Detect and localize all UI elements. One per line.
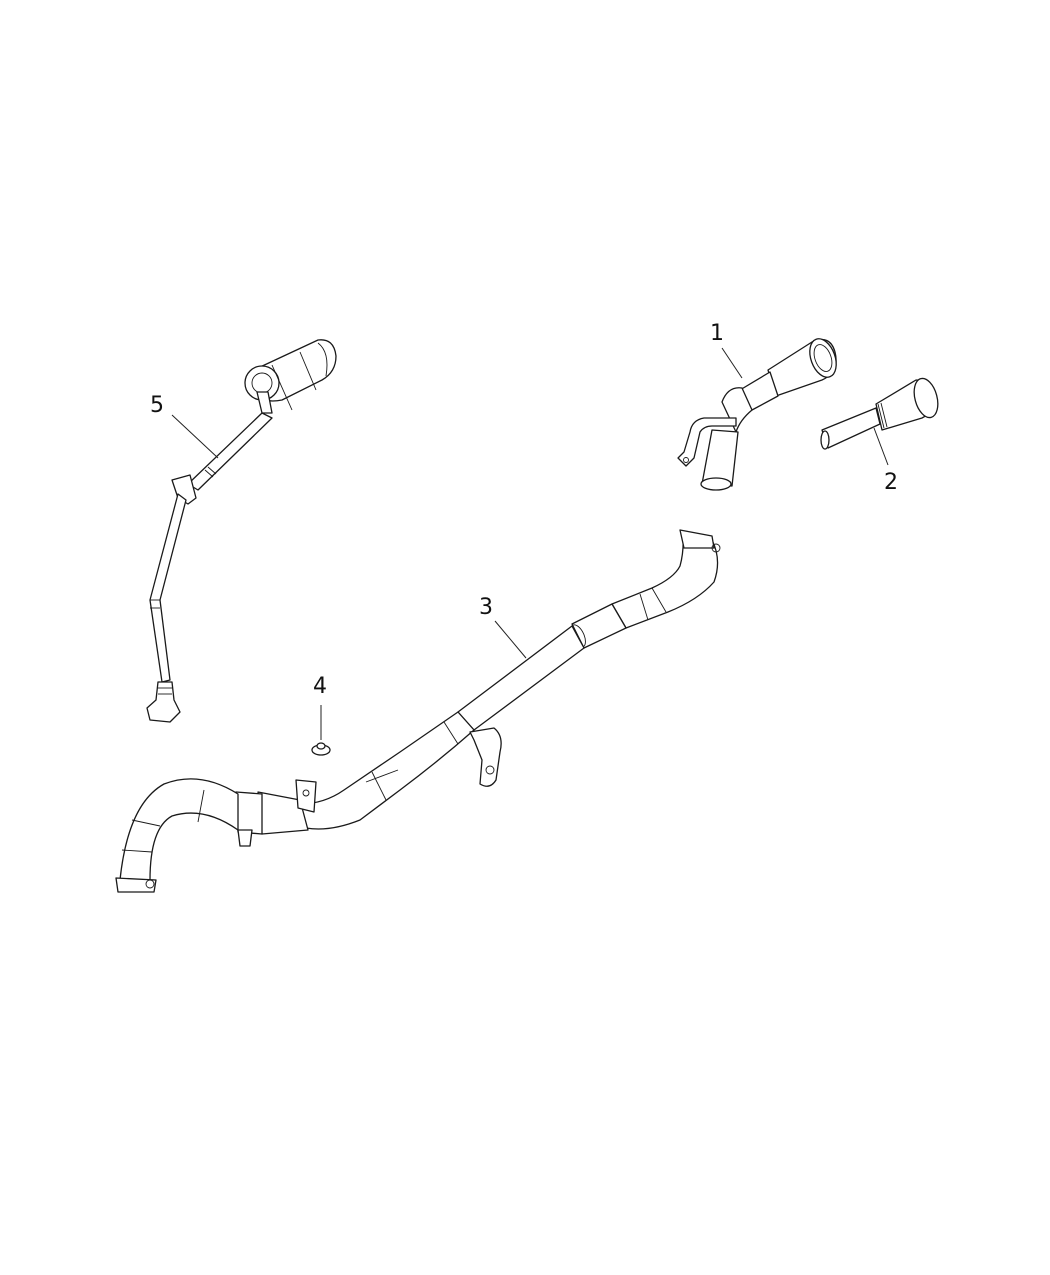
leader-1 (721, 347, 743, 379)
leader-5 (171, 414, 219, 459)
callout-3: 3 (479, 595, 493, 620)
callout-1: 1 (710, 321, 724, 346)
part-1-filler-neck (677, 338, 837, 491)
part-3-filler-tube (115, 529, 721, 893)
part-2-funnel (820, 377, 939, 450)
leader-2 (873, 427, 889, 466)
callout-5: 5 (150, 393, 164, 418)
part-5-vent-hose (146, 339, 337, 723)
callout-2: 2 (884, 470, 898, 495)
leader-3 (494, 620, 527, 659)
part-4-nut (311, 742, 331, 756)
callout-4: 4 (313, 674, 327, 699)
